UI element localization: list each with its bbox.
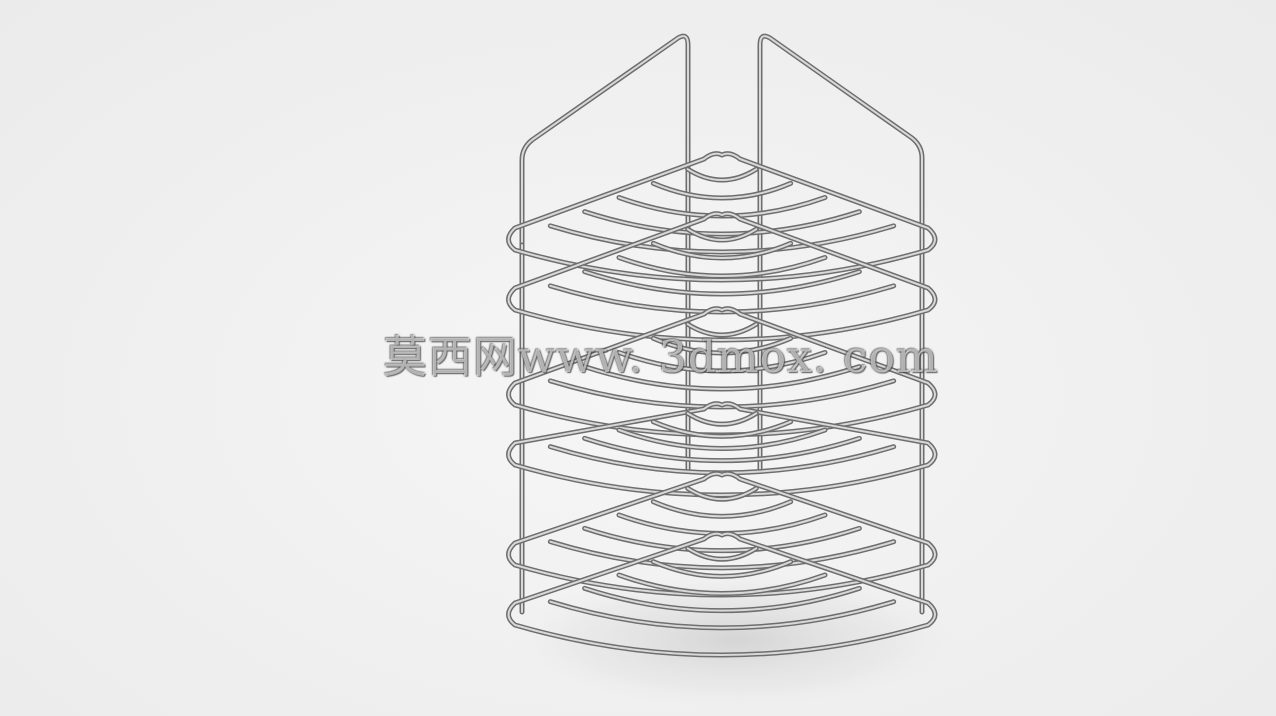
shelf-4-arc-4	[582, 435, 862, 464]
shelf-6-arc-4	[582, 585, 862, 614]
shelf-6-arc-2	[650, 559, 794, 579]
shelf-6-arc-5	[547, 599, 897, 631]
shelf-3-arc-4	[582, 364, 862, 392]
floor-shadow	[505, 570, 965, 710]
corner-rack	[506, 33, 938, 658]
shelf-3-arc-3	[616, 350, 828, 374]
shelf-4-arc-1	[685, 410, 759, 427]
shelf-2-arc-2	[650, 240, 794, 261]
shelf-rim-6	[506, 531, 938, 658]
rack-back-right-frame	[757, 33, 925, 615]
shelf-3-arc-1	[685, 321, 759, 338]
shelf-1-arc-2	[650, 180, 794, 201]
shelf-5-arc-1	[685, 485, 759, 502]
shelf-4-arc-2	[650, 419, 794, 439]
shelf-2-arc-3	[616, 255, 828, 279]
rack-back-left-frame	[519, 33, 691, 473]
shelf-5-arc-2	[650, 499, 794, 519]
shelf-6-arc-3	[616, 572, 828, 596]
watermark-text: 莫西网www. 3dmox. com	[383, 332, 939, 383]
shelf-5-arc-5	[547, 539, 897, 571]
shelf-1-arc-4	[582, 209, 862, 237]
shelf-3-arc-2	[650, 335, 794, 356]
shelf-rim-4	[506, 401, 938, 498]
shelf-5-arc-4	[582, 525, 862, 554]
shelf-rim-1	[506, 151, 938, 283]
shelf-1-arc-1	[685, 166, 759, 183]
shelf-6-arc-1	[685, 545, 759, 562]
shelf-1-arc-5	[547, 223, 897, 255]
shelf-rim-2	[506, 211, 938, 343]
shelf-4-arc-3	[616, 427, 828, 451]
shelf-2-arc-1	[685, 226, 759, 243]
shelf-2-arc-4	[582, 269, 862, 297]
